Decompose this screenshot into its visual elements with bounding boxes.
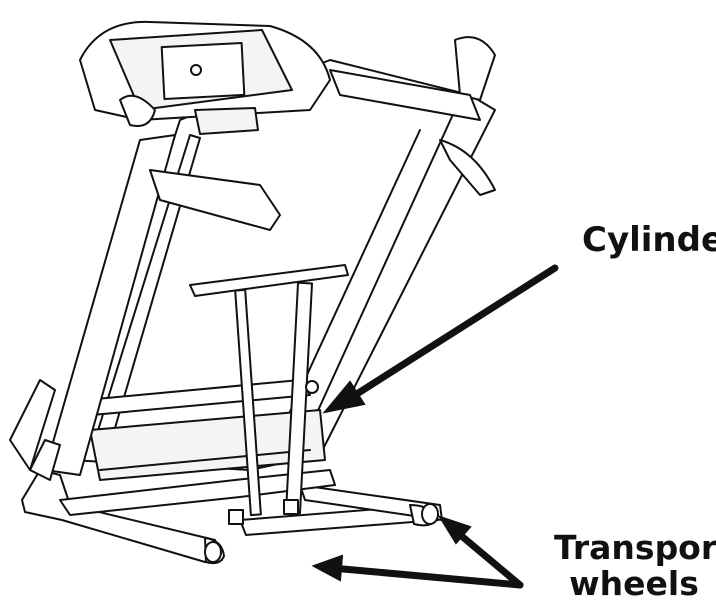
wheel-arrow-left-line bbox=[332, 568, 520, 585]
console bbox=[80, 22, 495, 230]
cylinder-arrow-line bbox=[352, 268, 555, 397]
left-upright bbox=[10, 135, 175, 480]
cylinder-arrow-head bbox=[325, 382, 364, 412]
wheel-arrow-left-head bbox=[314, 556, 342, 580]
transport-wheels-label: Transport wheels bbox=[554, 528, 716, 604]
wheel-arrow-right-line bbox=[452, 528, 520, 585]
transport-label-line1: Transport bbox=[554, 528, 716, 567]
cylinder-label: Cylinder bbox=[582, 220, 716, 260]
transport-wheels bbox=[205, 504, 438, 562]
base-frame bbox=[22, 470, 442, 563]
transport-label-line2: wheels bbox=[569, 564, 699, 604]
callout-arrows bbox=[314, 268, 555, 585]
cylinder-assembly bbox=[190, 265, 348, 524]
wheel-arrow-right-head bbox=[440, 517, 470, 543]
